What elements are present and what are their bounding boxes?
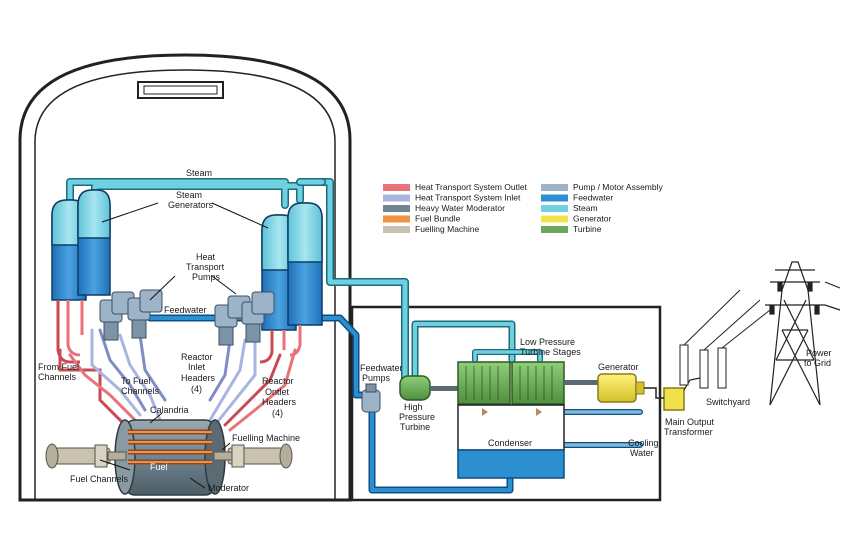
condenser [457, 404, 565, 479]
legend-swatch [541, 184, 568, 191]
label-roh-2: Ontlet [265, 387, 290, 397]
label-to-fuel-1: To Fuel [121, 376, 151, 386]
legend-swatch [383, 194, 410, 202]
label-mot-2: Transformer [664, 427, 713, 437]
label-htp-3: Pumps [192, 272, 221, 282]
heat-transport-piping [58, 328, 297, 432]
legend-swatch [383, 184, 410, 191]
label-power-2: to Grid [804, 358, 831, 368]
label-hpt-2: Pressure [399, 412, 435, 422]
label-from-fuel-2: Channels [38, 372, 77, 382]
label-rih-4: (4) [191, 384, 202, 394]
legend-swatch [541, 205, 568, 212]
label-fuelling-machine: Fuelling Machine [232, 433, 300, 443]
legend-label: Fuelling Machine [415, 224, 480, 234]
legend-swatch [541, 194, 568, 202]
legend-swatch [383, 205, 410, 212]
transmission-tower [765, 261, 841, 406]
label-condenser: Condenser [488, 438, 532, 448]
feedwater-pump [361, 383, 381, 413]
legend-label: Feedwater [573, 193, 613, 203]
label-generator: Generator [598, 362, 639, 372]
label-hpt-1: High [404, 402, 423, 412]
label-rih-1: Reactor [181, 352, 213, 362]
label-switchyard: Switchyard [706, 397, 750, 407]
heat-transport-pumps-left [99, 289, 163, 341]
label-roh-4: (4) [272, 408, 283, 418]
legend-swatch [383, 226, 410, 233]
label-lpt-1: Low Pressure [520, 337, 575, 347]
label-rih-2: Inlet [188, 362, 206, 372]
leader-lines [99, 202, 269, 489]
legend-label: Heat Transport System Inlet [415, 193, 521, 203]
legend-swatch [383, 215, 410, 223]
label-fw-pumps-1: Feedwater [360, 363, 403, 373]
label-steam: Steam [186, 168, 212, 178]
switchyard [679, 289, 771, 389]
legend-swatch [541, 226, 568, 233]
label-roh-3: Headers [262, 397, 297, 407]
legend-label: Fuel Bundle [415, 214, 461, 224]
label-fuel-channels: Fuel Channels [70, 474, 129, 484]
label-mot-1: Main Output [665, 417, 715, 427]
legend-label: Turbine [573, 224, 602, 234]
legend-label: Generator [573, 214, 611, 224]
turbine-hall [350, 305, 662, 502]
low-pressure-turbines [457, 361, 598, 405]
heat-transport-pumps-right [214, 291, 275, 346]
legend-swatch [541, 215, 568, 223]
label-feedwater: Feedwater [164, 305, 207, 315]
legend-label: Steam [573, 203, 598, 213]
label-to-fuel-2: Channels [121, 386, 160, 396]
label-roh-1: Reactor [262, 376, 294, 386]
calandria [114, 419, 226, 496]
legend-label: Heavy Water Moderator [415, 203, 505, 213]
label-fuel: Fuel [150, 462, 168, 472]
label-htp-2: Transport [186, 262, 225, 272]
label-moderator: Moderator [208, 483, 249, 493]
label-lpt-2: Turbine Stages [520, 347, 581, 357]
label-calandria: Calandria [150, 405, 189, 415]
label-fw-pumps-2: Pumps [362, 373, 391, 383]
label-power-1: Power [806, 348, 832, 358]
legend-label: Heat Transport System Outlet [415, 182, 528, 192]
label-from-fuel-1: From Fuel [38, 362, 79, 372]
label-cooling-2: Water [630, 448, 654, 458]
label-hpt-3: Turbine [400, 422, 430, 432]
label-steam-generators: Steam [176, 190, 202, 200]
label-htp-1: Heat [196, 252, 216, 262]
legend-label: Pump / Motor Assembly [573, 182, 664, 192]
main-output-transformer [644, 377, 701, 411]
diagram-labels: Steam Steam Generators Heat Transport Pu… [38, 168, 832, 493]
label-cooling-1: Cooling [628, 438, 659, 448]
label-steam-generators-2: Generators [168, 200, 214, 210]
high-pressure-turbine [399, 375, 460, 401]
generator [597, 373, 645, 403]
fuelling-machine-right [213, 443, 293, 469]
label-rih-3: Headers [181, 373, 216, 383]
steam-generators-left [51, 189, 111, 364]
